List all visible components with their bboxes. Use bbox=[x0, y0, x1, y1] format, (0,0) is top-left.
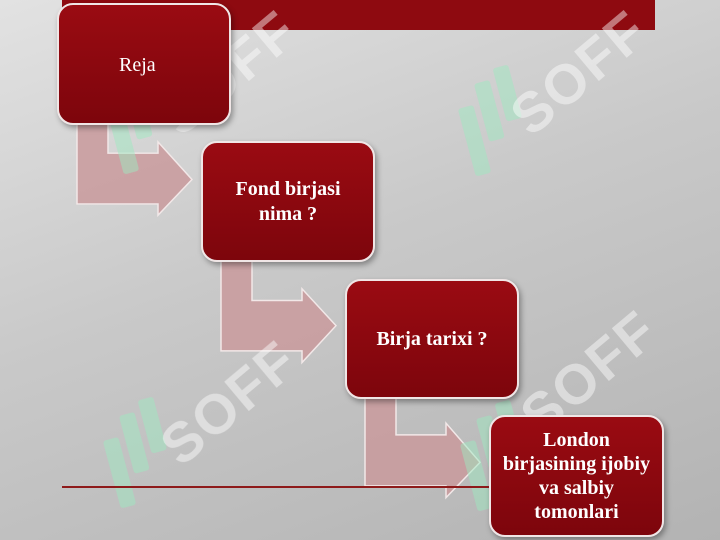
step-box-1: Reja bbox=[57, 3, 231, 125]
step-label: London birjasining ijobiy va salbiy tomo… bbox=[502, 429, 651, 523]
connector-arrow-2 bbox=[220, 246, 338, 365]
watermark-logo-icon bbox=[458, 65, 522, 176]
watermark-logo-icon bbox=[103, 397, 167, 508]
connector-arrow-3 bbox=[364, 379, 482, 500]
bottom-divider bbox=[62, 486, 502, 488]
step-box-3: Birja tarixi ? bbox=[345, 279, 519, 399]
connector-arrow-1 bbox=[76, 101, 193, 218]
step-label: Fond birjasi nima ? bbox=[235, 177, 341, 225]
step-label: Reja bbox=[119, 54, 156, 76]
step-box-4: London birjasining ijobiy va salbiy tomo… bbox=[489, 415, 664, 537]
step-box-2: Fond birjasi nima ? bbox=[201, 141, 375, 262]
step-label: Birja tarixi ? bbox=[376, 327, 488, 350]
